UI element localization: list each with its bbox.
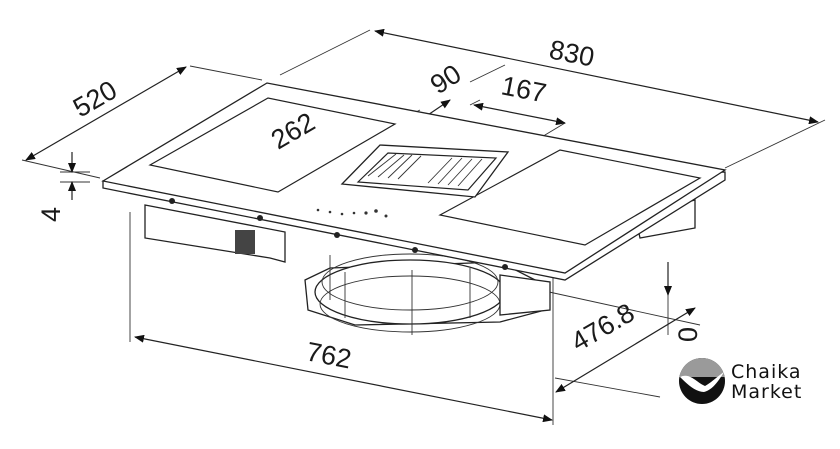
dim-830: 830: [547, 34, 597, 72]
downdraft-vent: [340, 144, 510, 198]
dim-4: 4: [36, 207, 66, 222]
hob-top: [101, 82, 727, 281]
dim-167: 167: [499, 70, 549, 108]
logo-line-2: Market: [731, 381, 803, 403]
dim-520: 520: [68, 75, 122, 124]
chaika-market-logo-icon: [679, 358, 725, 404]
fan-unit: [304, 253, 546, 335]
dim-0: 0: [673, 327, 703, 342]
dim-762: 762: [304, 336, 354, 374]
under-housing: [144, 199, 696, 316]
fixing-screws: [169, 198, 508, 270]
dim-90: 90: [425, 59, 467, 101]
touch-controls: [316, 208, 388, 218]
logo-text: Chaika Market: [731, 362, 802, 402]
right-cooking-zone: [438, 149, 702, 246]
left-cooking-zone: [148, 97, 397, 193]
logo-line-1: Chaika: [731, 361, 802, 383]
